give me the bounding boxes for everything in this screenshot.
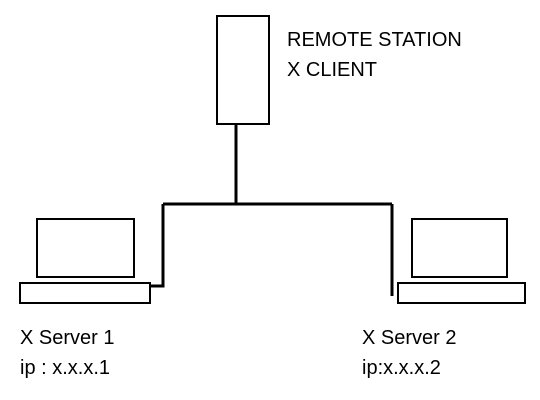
laptop-2-screen: [411, 218, 508, 278]
remote-station-title: REMOTE STATION: [287, 29, 462, 51]
laptop-2-icon: [397, 218, 526, 304]
x-client-label: X CLIENT: [287, 59, 378, 81]
remote-station-box: [216, 15, 270, 125]
server2-name: X Server 2: [362, 327, 457, 349]
server1-label: X Server 1 ip : x.x.x.1: [20, 324, 114, 384]
server1-link-line: [150, 204, 165, 288]
laptop-1-screen: [36, 218, 135, 278]
server2-label: X Server 2 ip:x.x.x.2: [362, 324, 456, 384]
laptop-2-base: [397, 282, 526, 304]
server1-ip: ip : x.x.x.1: [20, 357, 111, 379]
laptop-1-base: [19, 282, 151, 304]
remote-station-label: REMOTE STATION X CLIENT: [287, 26, 462, 86]
laptop-1-icon: [19, 218, 151, 304]
server2-ip: ip:x.x.x.2: [362, 357, 441, 379]
server1-name: X Server 1: [20, 327, 115, 349]
